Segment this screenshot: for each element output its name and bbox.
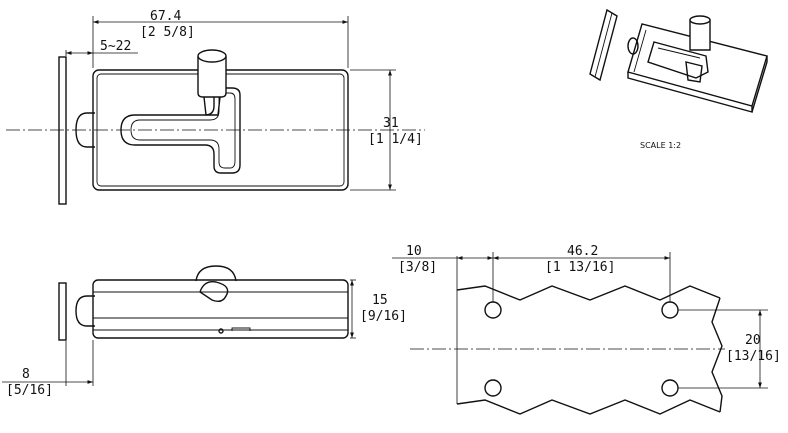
hole-bottom-left — [484, 379, 502, 397]
bolt-tip-side — [75, 295, 95, 327]
handle-knob-top — [197, 49, 227, 63]
iso-slot — [647, 41, 709, 79]
top-view: 67.4 [2 5/8] 5~22 31 [1 1/4] — [6, 9, 425, 205]
dim-throw: 5~22 — [100, 39, 131, 54]
hole-bottom-right — [661, 379, 679, 397]
side-screw — [218, 328, 224, 334]
dim-spacing-inches: [1 13/16] — [545, 260, 615, 275]
dim-spacing: 46.2 — [567, 244, 598, 259]
bolt-tip-top — [75, 112, 95, 148]
side-housing — [92, 279, 349, 339]
strike-plate-top — [58, 56, 67, 205]
handle-neck — [203, 96, 221, 116]
side-view: 15 [9/16] 8 [5/16] — [2, 265, 407, 398]
strike-plate-side — [58, 282, 67, 341]
bolt-slot-outer — [120, 87, 241, 174]
dim-height-inches: [1 1/4] — [368, 132, 423, 147]
scale-label: SCALE 1:2 — [640, 141, 681, 150]
dim-side-height-inches: [9/16] — [360, 309, 407, 324]
dim-offset: 8 — [22, 367, 30, 382]
iso-bolt-tip — [627, 37, 639, 55]
hole-layout-view: 10 [3/8] 46.2 [1 13/16] 20 [13/16] — [392, 244, 781, 415]
iso-strike-plate — [589, 8, 618, 82]
dim-offset-inches: [5/16] — [6, 383, 53, 398]
dim-side-height: 15 — [372, 293, 388, 308]
dim-edge: 10 — [406, 244, 422, 259]
dim-vertical-inches: [13/16] — [726, 349, 781, 364]
iso-housing-front — [627, 72, 753, 113]
hole-top-left — [484, 301, 502, 319]
hole-top-break — [456, 285, 721, 301]
dim-vertical: 20 — [745, 333, 761, 348]
dim-length-inches: [2 5/8] — [140, 25, 195, 40]
dim-length: 67.4 — [150, 9, 181, 24]
handle-knob — [197, 56, 227, 98]
isometric-view: SCALE 1:2 — [589, 8, 768, 150]
dim-height: 31 — [383, 116, 399, 131]
hole-top-right — [661, 301, 679, 319]
hole-bottom-break — [456, 399, 721, 415]
side-knob — [195, 265, 237, 282]
dim-edge-inches: [3/8] — [398, 260, 437, 275]
